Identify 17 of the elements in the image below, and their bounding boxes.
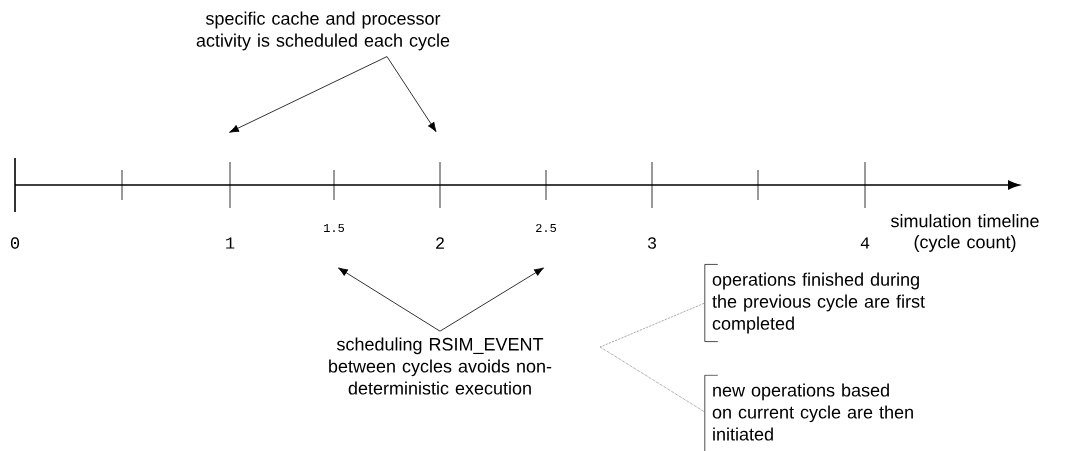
bracketed-note: operations finished during the previous cycle are first completed (712, 272, 925, 334)
bracketed-note: new operations based on current cycle are then initiated (712, 383, 913, 441)
tick-label: 1 (226, 237, 235, 249)
leader-line (599, 302, 706, 348)
tick-label: 3 (647, 237, 657, 249)
leader-line (599, 346, 706, 413)
tick-label: 2.5 (536, 223, 557, 233)
tick-label: 0 (10, 237, 20, 249)
tick-label: 1.5 (324, 224, 345, 232)
annotation-text: specific cache and processor activity is scheduled each cycle (196, 11, 450, 51)
arrow (338, 267, 441, 332)
tick-label: 2 (436, 237, 444, 249)
arrow (386, 56, 437, 132)
axis-label: simulation timeline (cycle count) (891, 214, 1039, 252)
arrow (439, 267, 544, 332)
arrow (229, 56, 388, 133)
annotation-text: scheduling RSIM_EVENT between cycles avoids non-deterministic execution (329, 337, 552, 395)
